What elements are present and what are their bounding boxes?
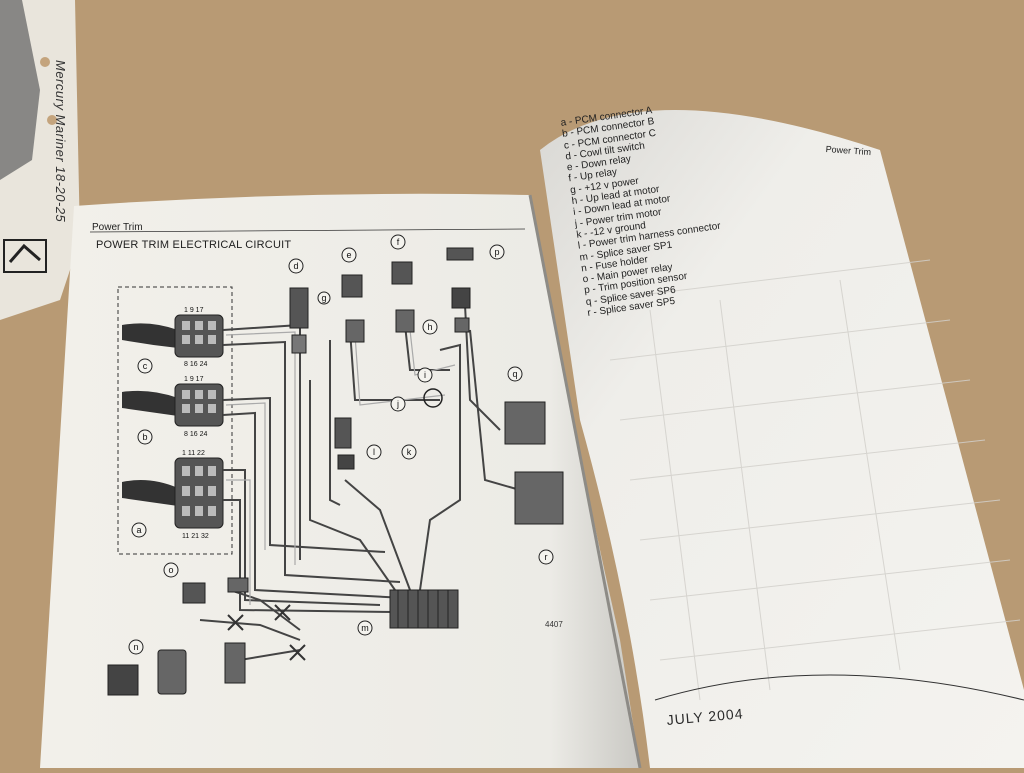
power-trim-harness-connector <box>337 454 355 470</box>
splice-saver-sp5 <box>514 471 564 525</box>
left-page-header: Power Trim <box>92 222 143 233</box>
pcm-connector-c <box>122 314 224 358</box>
wiring-diagram: 1 9 17 8 16 24 1 9 17 8 16 24 1 11 22 11… <box>107 234 564 696</box>
callout-b: b <box>142 432 147 442</box>
connector-c-top-pins: 1 9 17 <box>184 307 204 314</box>
connector-a-top-pins: 1 11 22 <box>182 450 205 457</box>
connector-c-bottom-pins: 8 16 24 <box>184 361 207 368</box>
pcm-connector-a <box>122 457 224 529</box>
callout-e: e <box>346 250 351 260</box>
callout-n: n <box>133 642 138 652</box>
down-relay <box>341 274 363 298</box>
cowl-tilt-switch <box>289 287 309 329</box>
main-power-relay <box>182 582 206 604</box>
connector-b-top-pins: 1 9 17 <box>184 376 204 383</box>
connector-b-bottom-pins: 8 16 24 <box>184 431 207 438</box>
power-trim-motor <box>423 388 443 408</box>
callout-j: j <box>396 399 399 409</box>
callout-m: m <box>361 623 369 633</box>
callout-r: r <box>545 552 548 562</box>
fuse-holder <box>107 664 139 696</box>
figure-number: 4407 <box>545 620 563 629</box>
callout-c: c <box>143 361 148 371</box>
pcm-connector-b <box>122 383 224 427</box>
callout-o: o <box>168 565 173 575</box>
callout-p: p <box>494 247 499 257</box>
background-book-spine-text: Mercury Mariner 18-20-25 <box>53 60 68 223</box>
splice-saver-sp6 <box>504 401 546 445</box>
callout-k: k <box>407 447 412 457</box>
right-page <box>540 110 1024 768</box>
callout-l: l <box>373 447 375 457</box>
up-relay <box>391 261 413 285</box>
callout-i: i <box>424 370 426 380</box>
callout-h: h <box>427 322 432 332</box>
callout-q: q <box>512 369 517 379</box>
callout-a: a <box>136 525 141 535</box>
callout-d: d <box>293 261 298 271</box>
connector-a-bottom-pins: 11 21 32 <box>182 533 209 540</box>
trim-position-sensor <box>446 247 474 261</box>
left-page-title: POWER TRIM ELECTRICAL CIRCUIT <box>96 239 292 251</box>
callout-g: g <box>321 293 326 303</box>
callout-f: f <box>397 237 400 247</box>
splice-saver-sp1 <box>389 589 459 629</box>
